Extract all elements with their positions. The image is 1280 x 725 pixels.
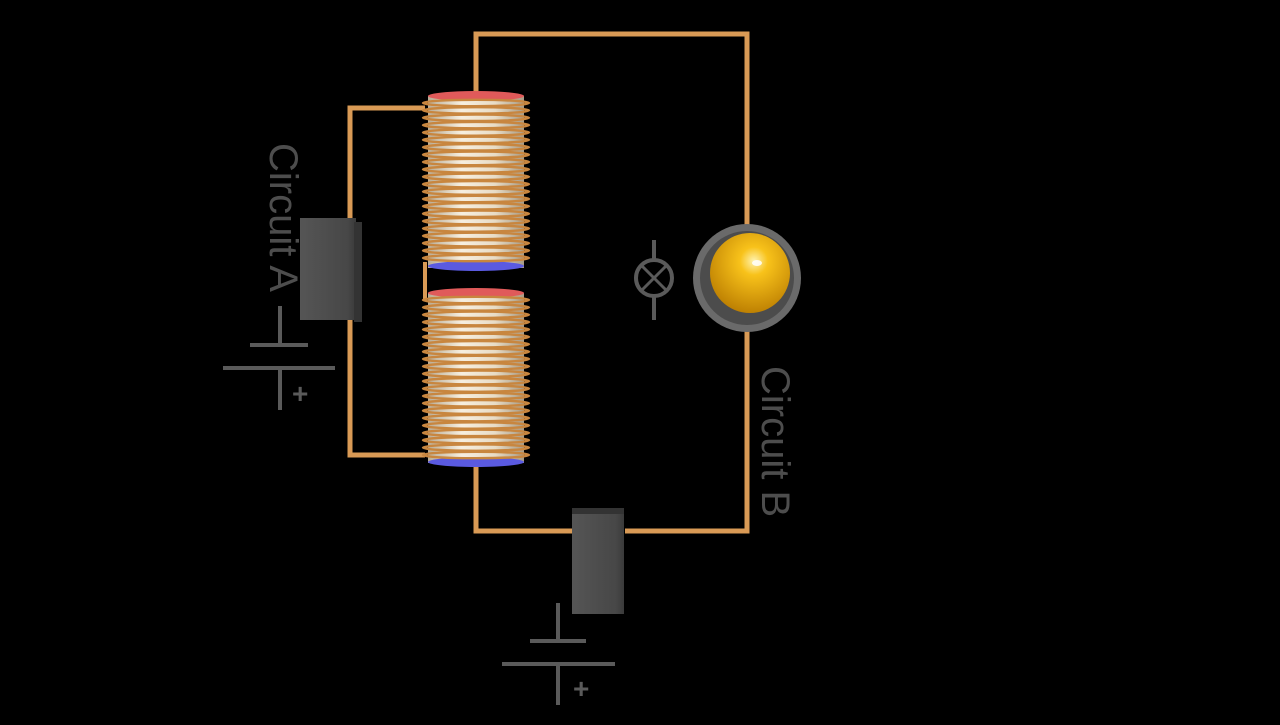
circuit-b-label: Circuit B — [753, 366, 797, 517]
circuit-a-wires — [347, 105, 427, 458]
wire-a-top — [347, 105, 425, 220]
wire-right-lower — [625, 330, 750, 534]
switch-b-top — [572, 508, 624, 514]
circuit-a-label: Circuit A — [261, 143, 305, 292]
battery-a-symbol — [223, 306, 335, 410]
switch-a-block[interactable] — [300, 218, 356, 320]
coil-windings-bottom — [421, 295, 531, 460]
circuit-b-wires — [473, 31, 750, 534]
switch-b-block[interactable] — [572, 510, 624, 614]
coil-cap-bottom-red — [428, 288, 524, 298]
wire-top-loop — [473, 31, 750, 228]
bulb-highlight — [752, 260, 762, 266]
coil-turn — [421, 450, 531, 460]
coil-windings-top — [421, 98, 531, 263]
circuit-b-switch[interactable] — [572, 508, 624, 614]
switch-a-side — [354, 222, 362, 322]
battery-b-symbol — [502, 603, 615, 705]
wire-a-bottom — [347, 320, 425, 458]
light-bulb[interactable] — [693, 224, 801, 332]
battery-b-plus-sign: + — [573, 673, 589, 704]
circuit-a-switch[interactable] — [300, 218, 362, 322]
coil-cap-bottom-blue — [428, 457, 524, 467]
secondary-coil — [421, 288, 531, 467]
wire-bottom-left — [473, 462, 572, 534]
battery-a-plus-sign: + — [292, 378, 308, 409]
bulb-glass[interactable] — [710, 233, 790, 313]
lamp-symbol-icon — [634, 240, 674, 320]
coil-turn — [421, 253, 531, 263]
primary-coil — [421, 91, 531, 271]
coil-cap-top-blue — [428, 261, 524, 271]
coil-cap-top-red — [428, 91, 524, 101]
